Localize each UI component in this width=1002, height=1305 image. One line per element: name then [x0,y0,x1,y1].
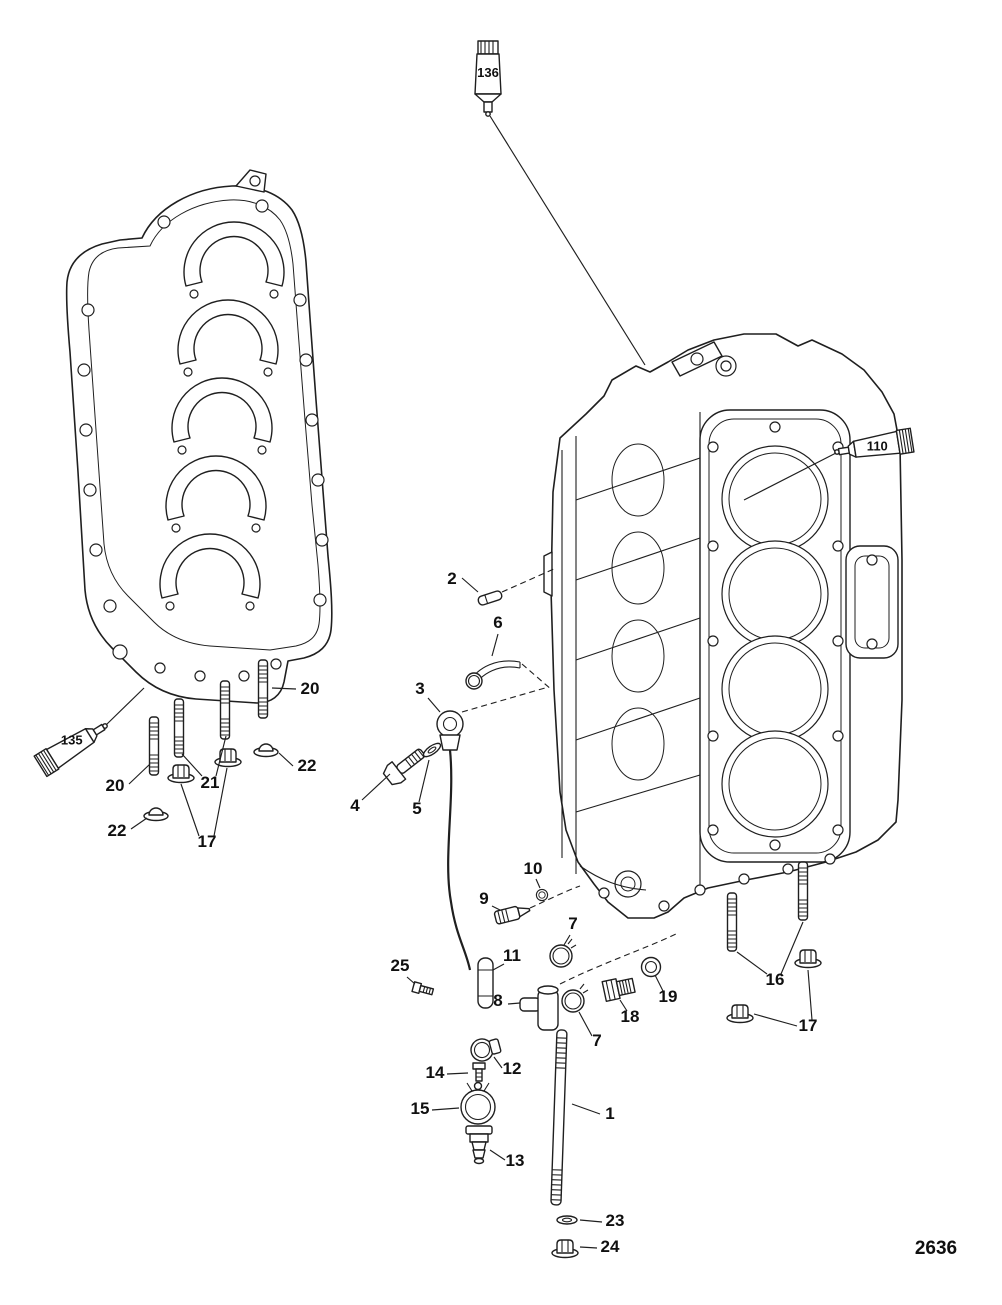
part-sleeve-11 [477,957,494,1009]
part-elbow-8 [519,985,559,1031]
callout-labels: 2 6 3 20 4 5 22 20 21 22 17 10 9 7 11 25… [106,569,818,1256]
callout-17-left: 17 [198,832,217,851]
assembly-dashed-lines [461,567,677,985]
label-136: 136 [477,65,499,80]
callout-23: 23 [606,1211,625,1230]
part-oring-19 [640,956,662,978]
callout-12: 12 [503,1059,522,1078]
callout-5: 5 [412,799,421,818]
sealant-tube-136: 136 [474,40,502,117]
part-stud-20-a [257,659,269,719]
callout-8: 8 [493,991,502,1010]
part-washer-23 [556,1215,578,1225]
sealant-tube-135: 135 [33,713,114,778]
part-bolt-4 [382,748,426,786]
part-fuel-clip-6 [465,660,521,690]
callout-16: 16 [766,970,785,989]
callout-11: 11 [503,946,521,965]
callout-4: 4 [350,796,360,815]
part-stud-1 [550,1029,568,1206]
part-stud-21-a [219,680,231,740]
exhaust-flange [845,545,899,659]
part-screw-25 [411,981,435,996]
label-110: 110 [867,439,888,454]
part-stud-20-b [148,716,160,776]
sealant-tube-110: 110 [832,427,915,465]
part-clamp-12 [470,1038,502,1062]
callout-3: 3 [415,679,424,698]
leader-lines [128,577,813,1249]
callout-7-b: 7 [592,1031,601,1050]
callout-6: 6 [493,613,502,632]
callout-17-right: 17 [799,1016,818,1035]
part-fitting-13 [465,1125,493,1165]
left-hardware-parts [143,659,444,822]
callout-1: 1 [605,1104,614,1123]
callout-24: 24 [601,1237,620,1256]
part-sensor-3 [436,710,472,971]
callout-25: 25 [391,956,410,975]
callout-7-a: 7 [568,914,577,933]
callout-2: 2 [447,569,456,588]
cylinder-bores [721,445,829,838]
callout-15: 15 [411,1099,430,1118]
figure-number: 2636 [915,1238,957,1259]
leader-110 [743,452,837,501]
callout-21: 21 [201,773,220,792]
part-fitting-18 [601,977,636,1002]
label-135: 135 [61,732,83,747]
part-clamp-15 [460,1081,496,1125]
callout-22-a: 22 [298,756,317,775]
left-crankcase-block [65,169,333,704]
callout-9: 9 [479,889,488,908]
part-screw-14 [472,1062,486,1082]
part-oring-10 [535,888,549,902]
leader-136 [489,115,646,366]
callout-20-b: 20 [106,776,125,795]
leader-135 [105,687,145,726]
center-parts [411,590,662,1259]
callout-19: 19 [659,987,678,1006]
part-stud-16-b [797,861,809,921]
part-stud-21-b [173,698,185,758]
part-valve-9 [493,905,531,925]
part-pin-2 [477,590,503,606]
part-stud-16-a [726,892,738,952]
callout-20-a: 20 [301,679,320,698]
callout-22-b: 22 [108,821,127,840]
callout-18: 18 [621,1007,640,1026]
callout-13: 13 [506,1151,525,1170]
callout-10: 10 [524,859,543,878]
callout-14: 14 [426,1063,445,1082]
right-cylinder-block [543,333,903,919]
